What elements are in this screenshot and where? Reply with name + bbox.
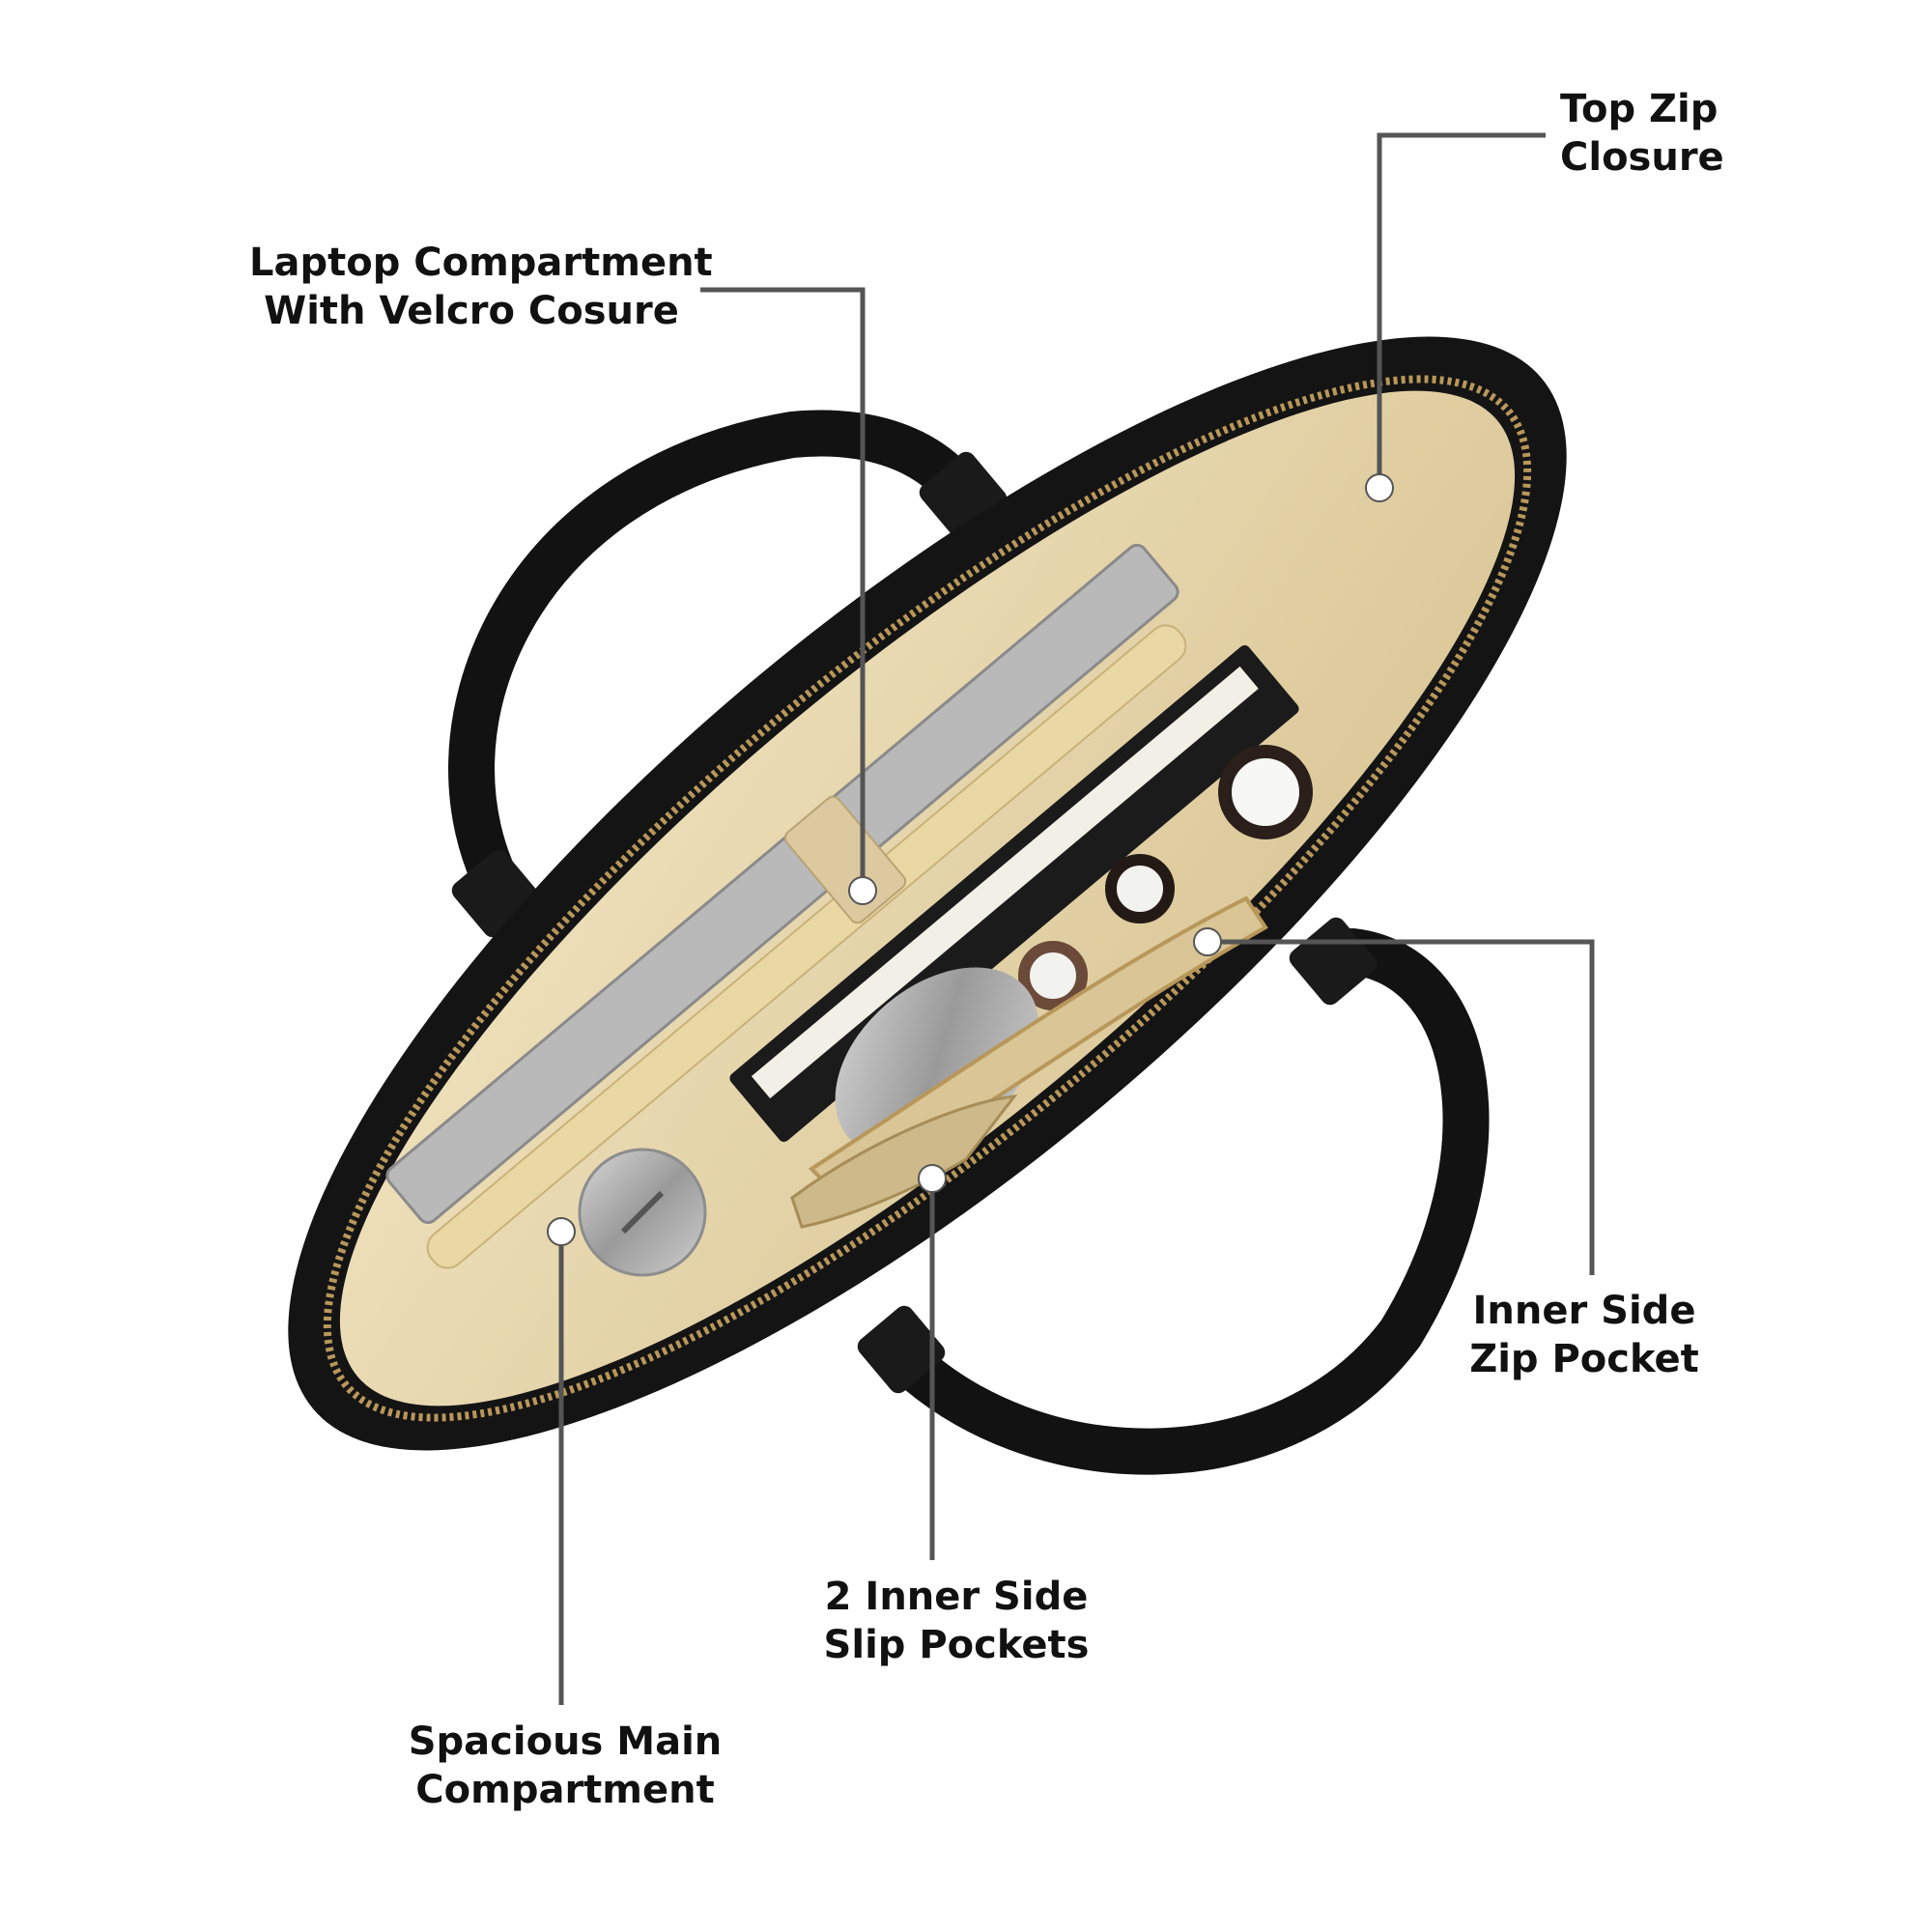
callout-top-zip-line2: Closure bbox=[1560, 135, 1724, 180]
marker-slip-pockets bbox=[918, 1164, 947, 1193]
callout-slip-pockets-line2: Slip Pockets bbox=[823, 1623, 1090, 1667]
callout-laptop: Laptop Compartment With Velcro Cosure bbox=[249, 239, 713, 335]
callout-laptop-line2: With Velcro Cosure bbox=[264, 289, 679, 333]
slip-pocket bbox=[790, 1094, 1018, 1229]
callout-main-line1: Spacious Main bbox=[408, 1719, 723, 1764]
laptop bbox=[385, 543, 1179, 1225]
callout-slip-pockets: 2 Inner Side Slip Pockets bbox=[811, 1573, 1101, 1669]
laptop-divider bbox=[426, 624, 1187, 1269]
bottom-handle bbox=[875, 928, 1490, 1475]
marker-zip-pocket bbox=[1193, 927, 1222, 956]
callout-zip-pocket: Inner Side Zip Pocket bbox=[1468, 1287, 1700, 1383]
top-handle bbox=[448, 410, 999, 917]
callout-slip-pockets-line1: 2 Inner Side bbox=[824, 1575, 1089, 1619]
callout-top-zip-line1: Top Zip bbox=[1560, 87, 1719, 131]
callout-top-zip: Top Zip Closure bbox=[1560, 85, 1753, 182]
marker-top-zip bbox=[1365, 473, 1394, 502]
callout-zip-pocket-line2: Zip Pocket bbox=[1469, 1337, 1699, 1381]
callout-main: Spacious Main Compartment bbox=[406, 1718, 724, 1814]
leader-zip-pocket bbox=[1208, 939, 1595, 1275]
marker-main bbox=[547, 1217, 576, 1246]
bottle-cap-1 bbox=[1105, 854, 1175, 923]
callout-laptop-line1: Laptop Compartment bbox=[249, 241, 713, 285]
marker-laptop bbox=[848, 876, 877, 905]
callout-main-line2: Compartment bbox=[415, 1768, 715, 1812]
leader-top-zip bbox=[1377, 132, 1546, 486]
bottle-cap-2 bbox=[1018, 941, 1088, 1010]
leader-laptop bbox=[700, 287, 866, 889]
jar-lid bbox=[1218, 745, 1313, 839]
callout-zip-pocket-line1: Inner Side bbox=[1472, 1289, 1696, 1333]
